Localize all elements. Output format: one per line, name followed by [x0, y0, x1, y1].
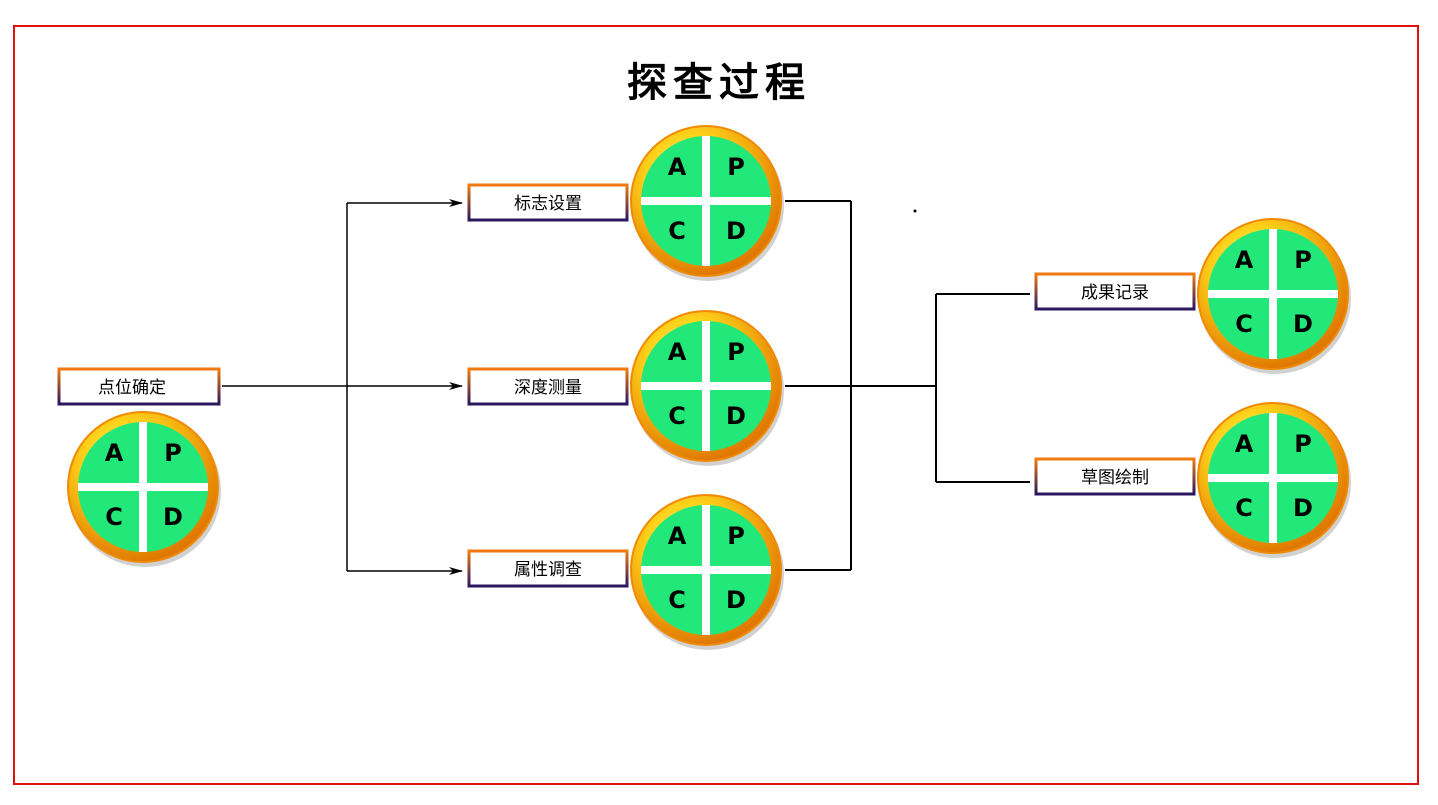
cycle-divider-horizontal: [1208, 474, 1338, 482]
cycle-letter-d: D: [1293, 494, 1313, 522]
cycle-letter-a: A: [668, 338, 687, 366]
step-label-attribute-text: 属性调查: [514, 560, 582, 580]
step-label-record-text: 成果记录: [1081, 283, 1149, 303]
cycle-letter-d: D: [726, 217, 746, 245]
cycle-letter-c: C: [668, 217, 686, 245]
cycle-divider-horizontal: [641, 197, 771, 205]
cycle-letter-a: A: [1235, 246, 1254, 274]
cycle-letter-p: P: [1294, 246, 1312, 274]
cycle-letter-p: P: [727, 338, 745, 366]
cycle-letter-c: C: [668, 402, 686, 430]
cycle-letter-c: C: [1235, 310, 1253, 338]
cycle-letter-p: P: [1294, 430, 1312, 458]
step-label-sketch-text: 草图绘制: [1081, 468, 1149, 488]
step-label-marker-text: 标志设置: [514, 194, 582, 214]
step-label-depth-text: 深度测量: [514, 378, 582, 398]
connector-lines: [222, 199, 1030, 575]
cycle-letter-d: D: [726, 402, 746, 430]
cycle-letter-p: P: [727, 522, 745, 550]
diagram-title: 探查过程: [627, 60, 811, 106]
cycle-letter-d: D: [163, 503, 183, 531]
cycle-divider-horizontal: [641, 382, 771, 390]
cycle-letter-a: A: [668, 522, 687, 550]
pdca-cycle-record: A P C D: [1197, 218, 1351, 374]
pdca-cycles: A P C D A P C D A P C D A P C D A P C D A P C D: [67, 125, 1351, 650]
step-label-locate-text: 点位确定: [98, 378, 166, 398]
cycle-divider-horizontal: [641, 566, 771, 574]
cycle-letter-d: D: [726, 586, 746, 614]
step-label-record: 成果记录: [1034, 272, 1196, 311]
step-label-depth: 深度测量: [467, 367, 629, 406]
cycle-divider-horizontal: [1208, 290, 1338, 298]
cycle-divider-horizontal: [78, 483, 208, 491]
pdca-cycle-locate: A P C D: [67, 411, 221, 567]
pdca-cycle-marker: A P C D: [630, 125, 784, 281]
cycle-letter-c: C: [668, 586, 686, 614]
pdca-cycle-depth: A P C D: [630, 310, 784, 466]
pdca-cycle-sketch: A P C D: [1197, 402, 1351, 558]
cycle-letter-a: A: [668, 153, 687, 181]
cycle-letter-p: P: [164, 439, 182, 467]
step-label-attribute: 属性调查: [467, 549, 629, 588]
cycle-letter-c: C: [105, 503, 123, 531]
step-label-sketch: 草图绘制: [1034, 457, 1196, 496]
cycle-letter-a: A: [1235, 430, 1254, 458]
cycle-letter-c: C: [1235, 494, 1253, 522]
cycle-letter-a: A: [105, 439, 124, 467]
cycle-letter-d: D: [1293, 310, 1313, 338]
diagram-frame: [13, 25, 1419, 785]
pdca-cycle-attribute: A P C D: [630, 494, 784, 650]
step-label-marker: 标志设置: [467, 183, 629, 222]
cycle-letter-p: P: [727, 153, 745, 181]
stray-dot: [913, 209, 917, 213]
step-label-locate: 点位确定: [57, 367, 221, 406]
